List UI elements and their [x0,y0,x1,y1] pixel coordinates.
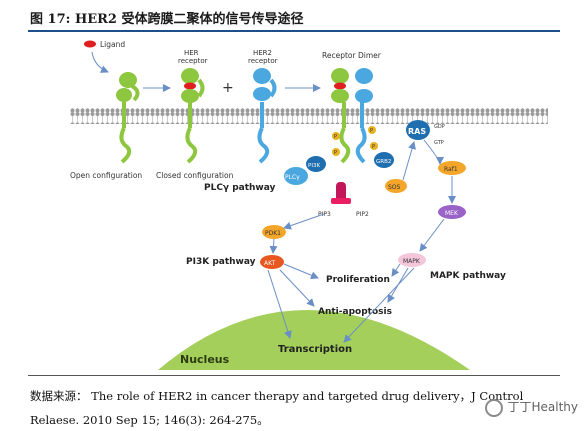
source-text: The role of HER2 in cancer therapy and t… [30,389,524,427]
pdk1-node-label: PDK1 [265,230,281,237]
ligand-icon [84,40,96,48]
ras-node [406,120,430,140]
source-label: 数据来源： [30,389,88,403]
watermark: 丁丁Healthy [485,398,578,417]
pi3k-pathway-label: PI3K pathway [186,257,256,267]
ras-node-label: RAS [408,127,426,136]
plcy-node [284,167,308,185]
p-label-1: P [334,134,337,140]
pip2-label: PIP2 [356,211,369,218]
grb2-node-label: GRB2 [376,159,391,165]
phospho-sites [332,126,378,156]
watermark-logo-icon [485,398,504,417]
transcription-label: Transcription [278,344,352,355]
sos-node-label: SOS [388,184,401,191]
cell-membrane [70,108,548,124]
mek-node-label: MEK [445,210,459,217]
source-rule [28,375,560,376]
p-label-2: P [334,150,337,156]
plcy-node-label: PLCγ [285,174,300,181]
akt-node [260,255,284,269]
her-receptor-label-2: receptor [178,57,208,65]
gtp-label: GTP [434,140,444,146]
watermark-text: 丁丁Healthy [507,400,578,414]
pip3-label: PIP3 [318,211,331,218]
pi3k-node [306,156,326,172]
her-receptor-open [116,72,140,164]
anti-apoptosis-label: Anti-apoptosis [318,307,392,317]
her2-receptor-label-1: HER2 [253,49,272,57]
akt-node-label: AKT [264,260,276,267]
mapk-node-label: MAPK [403,258,421,265]
raf1-node-label: Raf1 [444,166,458,173]
pip-converter [331,182,351,204]
receptor-dimer-label: Receptor Dimer [322,51,382,60]
p-label-4: P [372,144,375,150]
grb2-node [374,152,394,168]
figure-title: 图 17: HER2 受体跨膜二聚体的信号传导途径 [30,12,304,27]
her-receptor-closed [181,68,205,164]
her-receptor-label-1: HER [184,49,199,57]
proliferation-label: Proliferation [326,275,390,285]
closed-configuration-label: Closed configuration [156,171,234,180]
mapk-node [398,253,426,267]
pdk1-node [262,225,286,239]
receptor-dimer [331,68,373,164]
sos-node [385,179,407,193]
plcy-pathway-label: PLCγ pathway [204,183,276,193]
open-configuration-label: Open configuration [70,171,142,180]
gdp-label: GDP [434,124,445,130]
her2-receptor [253,68,277,164]
legend-ligand-label: Ligand [100,40,125,49]
pi3k-node-label: PI3K [308,163,320,169]
nucleus-label: Nucleus [180,353,230,366]
p-label-3: P [370,128,373,134]
raf1-node [438,161,466,175]
plus-sign: + [222,80,234,96]
her2-receptor-label-2: receptor [248,57,278,65]
mapk-pathway-label: MAPK pathway [430,271,506,281]
mek-node [438,205,466,219]
nucleus-shape [158,310,470,370]
title-rule [28,30,560,32]
source-note: 数据来源： The role of HER2 in cancer therapy… [30,384,550,431]
